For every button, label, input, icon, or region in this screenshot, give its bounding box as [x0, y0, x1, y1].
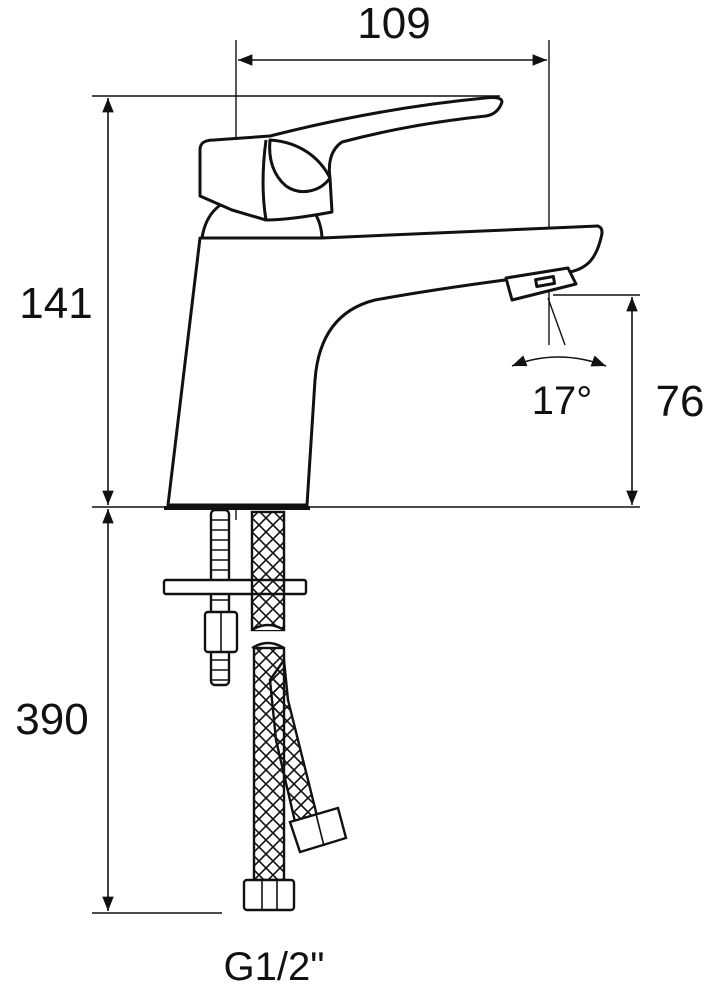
hoses — [242, 510, 348, 912]
lever-handle — [198, 96, 504, 222]
lever-face — [261, 139, 268, 221]
hose-connector-main — [242, 878, 296, 912]
aerator-slot — [534, 274, 557, 289]
dim-label-angle: 17° — [532, 379, 593, 423]
dim-label-connection: G1/2" — [224, 945, 325, 989]
hose-main-lower — [252, 646, 286, 882]
dim-label-spout-height: 76 — [656, 377, 705, 426]
dim-line-angle — [511, 355, 607, 367]
lever-cap — [268, 138, 332, 194]
dim-label-hose-length: 390 — [15, 695, 88, 744]
dim-label-width: 109 — [357, 0, 430, 48]
dim-label-body-height: 141 — [19, 279, 92, 328]
dimension-lines — [102, 54, 638, 911]
hose-connector-secondary — [288, 806, 348, 854]
faucet — [164, 96, 604, 510]
threaded-rod — [209, 508, 231, 687]
faucet-body — [166, 224, 604, 507]
hose-main-upper — [250, 510, 286, 632]
